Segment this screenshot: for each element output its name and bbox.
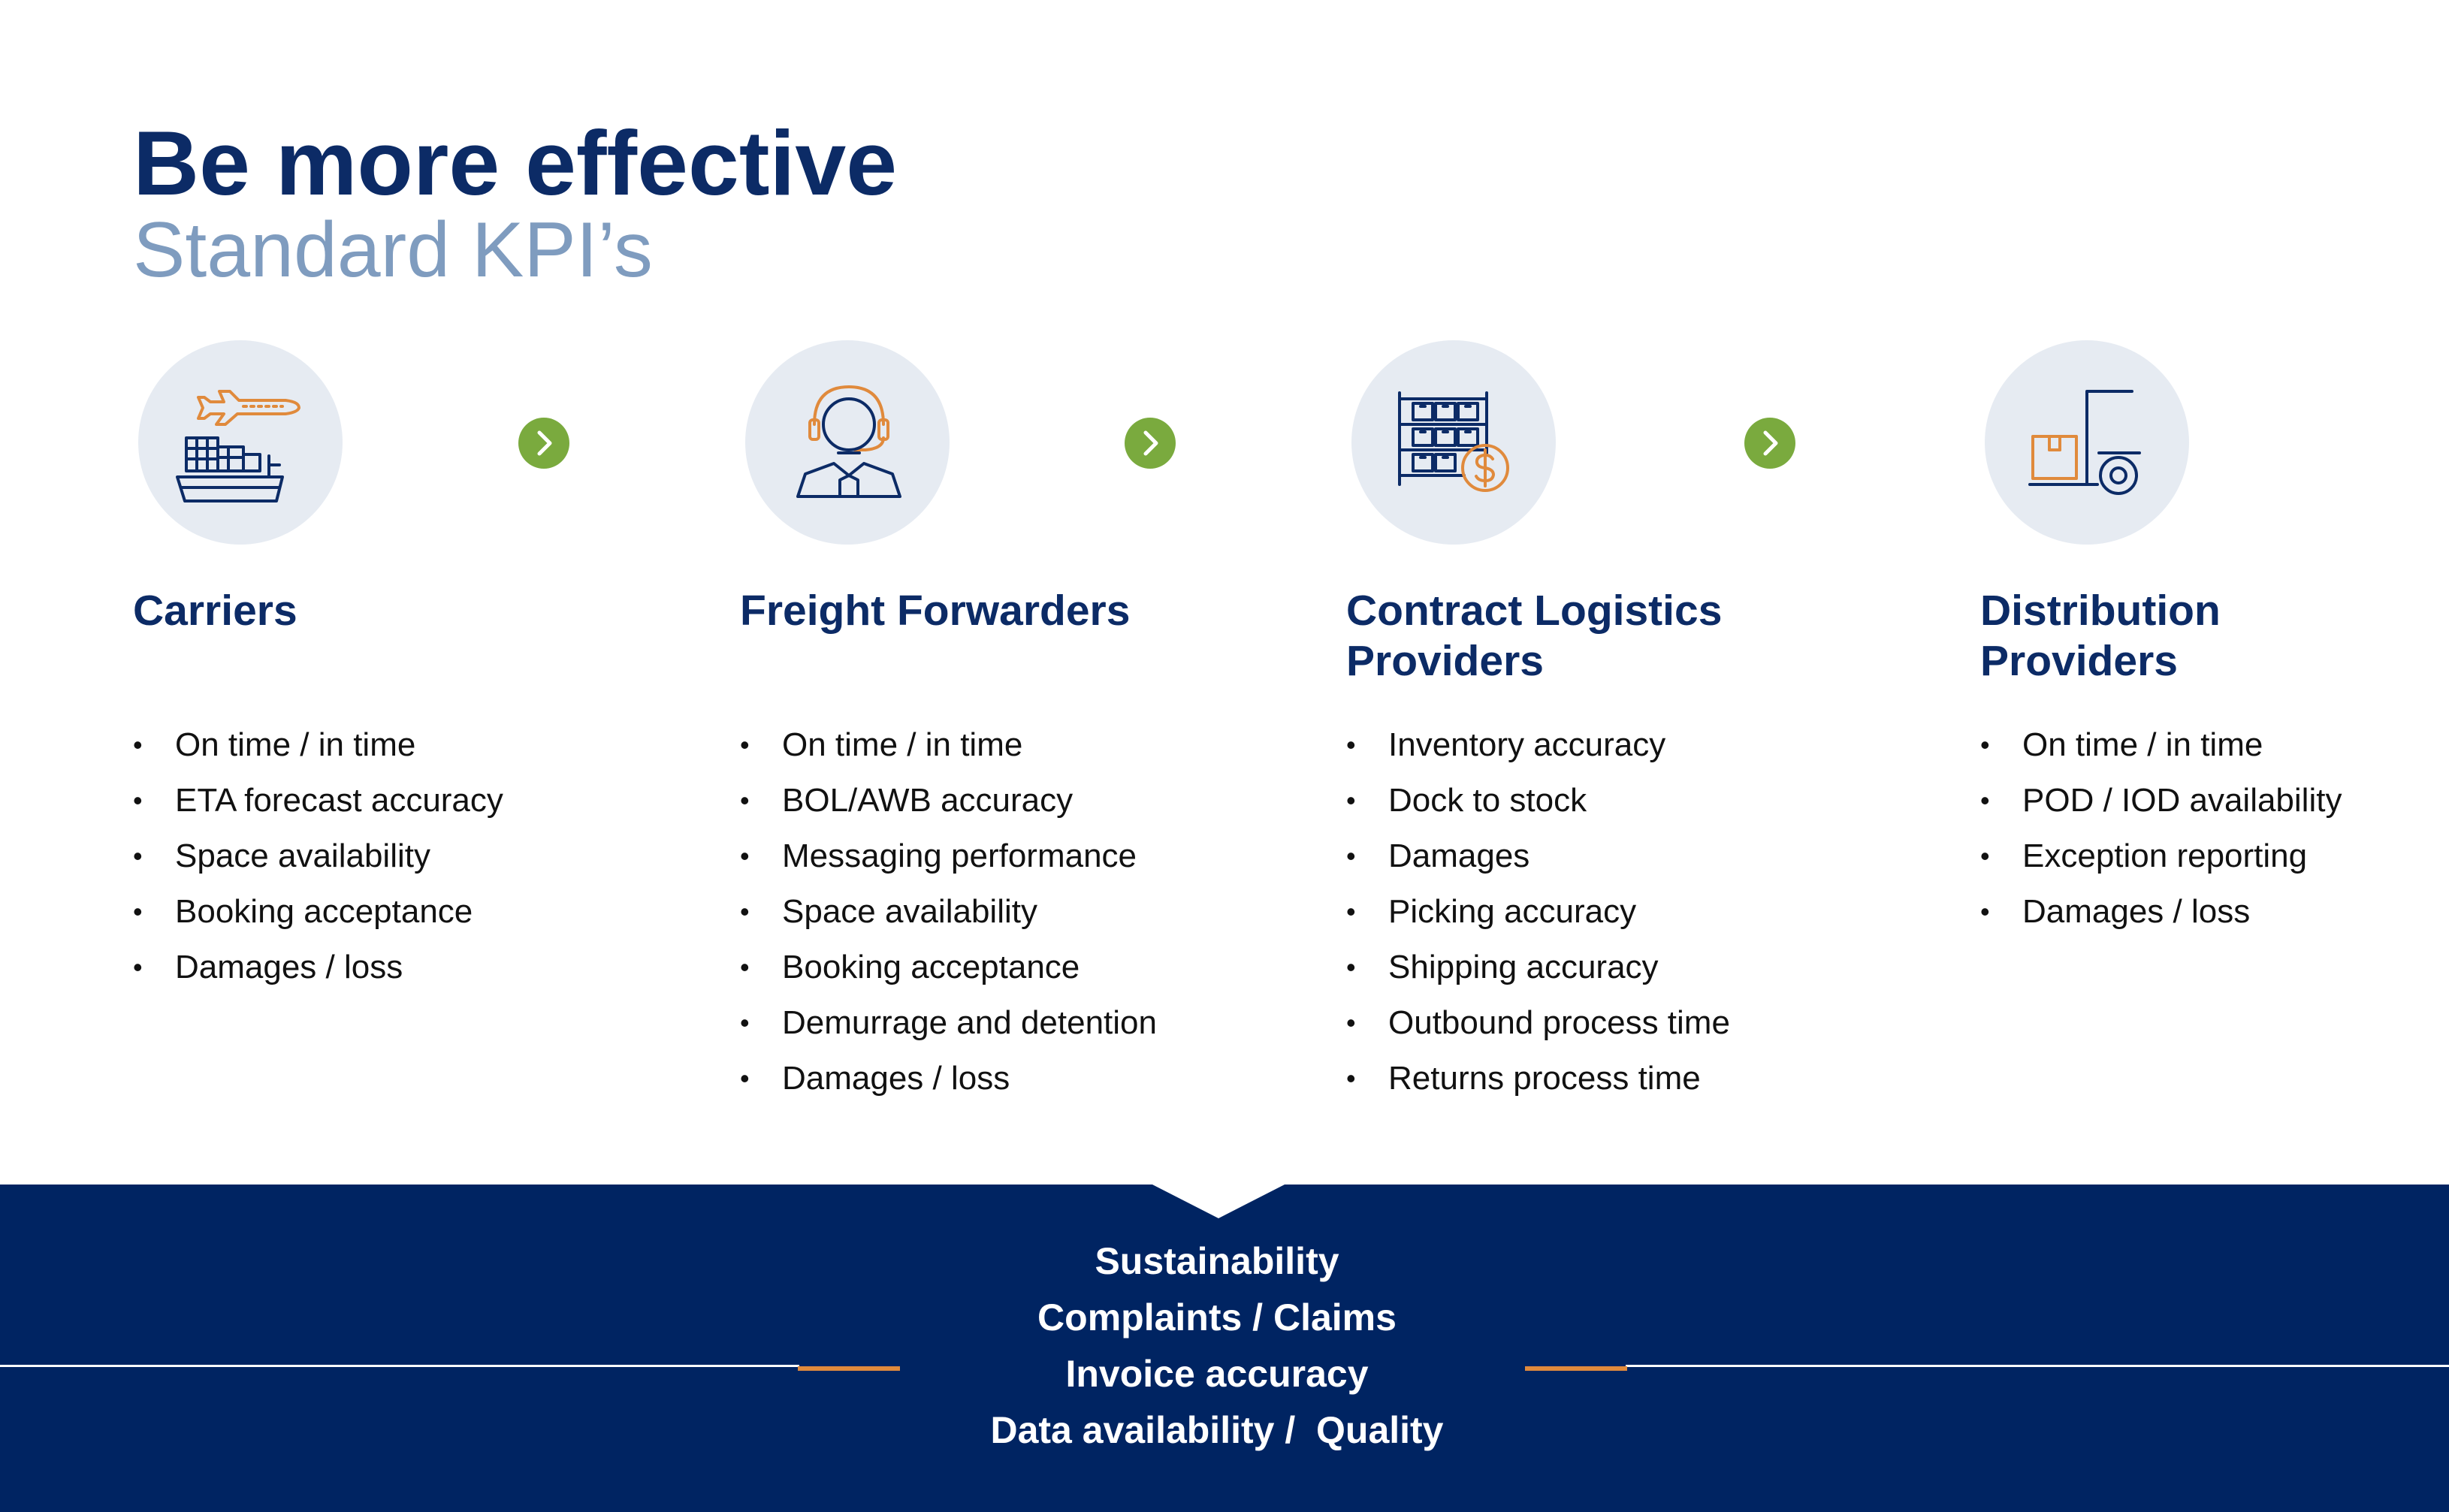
footer-band (0, 1185, 2449, 1512)
list-item: On time / in time (1980, 717, 2342, 773)
list-item: Returns process time (1346, 1051, 1730, 1106)
column-title-distribution: Distribution Providers (1980, 587, 2221, 685)
footer-item-data-quality: Data availability / Quality (990, 1409, 1444, 1451)
list-item: On time / in time (740, 717, 1157, 773)
list-item: Shipping accuracy (1346, 940, 1730, 995)
list-item: Messaging performance (740, 828, 1157, 884)
chevron-right-icon (1125, 418, 1176, 469)
list-item: Booking acceptance (740, 940, 1157, 995)
list-item: Picking accuracy (1346, 884, 1730, 940)
page-title: Be more effective (133, 112, 898, 214)
list-item: POD / IOD availability (1980, 773, 2342, 828)
list-item: Damages / loss (133, 940, 503, 995)
chevron-right-icon (1744, 418, 1795, 469)
list-item: BOL/AWB accuracy (740, 773, 1157, 828)
list-item: ETA forecast accuracy (133, 773, 503, 828)
footer-divider-right (1626, 1365, 2449, 1367)
freight-forwarders-kpi-list: On time / in time BOL/AWB accuracy Messa… (740, 717, 1157, 1106)
footer-item-invoice: Invoice accuracy (1065, 1353, 1369, 1395)
list-item: Inventory accuracy (1346, 717, 1730, 773)
list-item: Demurrage and detention (740, 995, 1157, 1051)
column-title-contract-logistics: Contract Logistics Providers (1346, 587, 1723, 685)
distribution-kpi-list: On time / in time POD / IOD availability… (1980, 717, 2342, 940)
list-item: Booking acceptance (133, 884, 503, 940)
footer-divider-left (0, 1365, 799, 1367)
headset-person-icon (745, 340, 950, 545)
page-subtitle: Standard KPI’s (133, 207, 653, 294)
footer-item-sustainability: Sustainability (1095, 1240, 1339, 1282)
footer-item-complaints: Complaints / Claims (1037, 1296, 1397, 1338)
warehouse-shelf-dollar-icon (1351, 340, 1556, 545)
list-item: Exception reporting (1980, 828, 2342, 884)
list-item: Space availability (133, 828, 503, 884)
footer-kpi-list: Sustainability Complaints / Claims Invoi… (841, 1233, 1593, 1459)
footer-accent-right (1525, 1366, 1627, 1371)
list-item: Space availability (740, 884, 1157, 940)
ship-airplane-icon (138, 340, 343, 545)
list-item: On time / in time (133, 717, 503, 773)
list-item: Dock to stock (1346, 773, 1730, 828)
column-title-freight-forwarders: Freight Forwarders (740, 587, 1131, 635)
contract-logistics-kpi-list: Inventory accuracy Dock to stock Damages… (1346, 717, 1730, 1106)
list-item: Outbound process time (1346, 995, 1730, 1051)
list-item: Damages / loss (1980, 884, 2342, 940)
list-item: Damages (1346, 828, 1730, 884)
carriers-kpi-list: On time / in time ETA forecast accuracy … (133, 717, 503, 995)
column-title-carriers: Carriers (133, 587, 297, 635)
footer-notch (1151, 1184, 1286, 1218)
forklift-box-icon (1985, 340, 2189, 545)
chevron-right-icon (518, 418, 569, 469)
list-item: Damages / loss (740, 1051, 1157, 1106)
footer-accent-left (798, 1366, 900, 1371)
